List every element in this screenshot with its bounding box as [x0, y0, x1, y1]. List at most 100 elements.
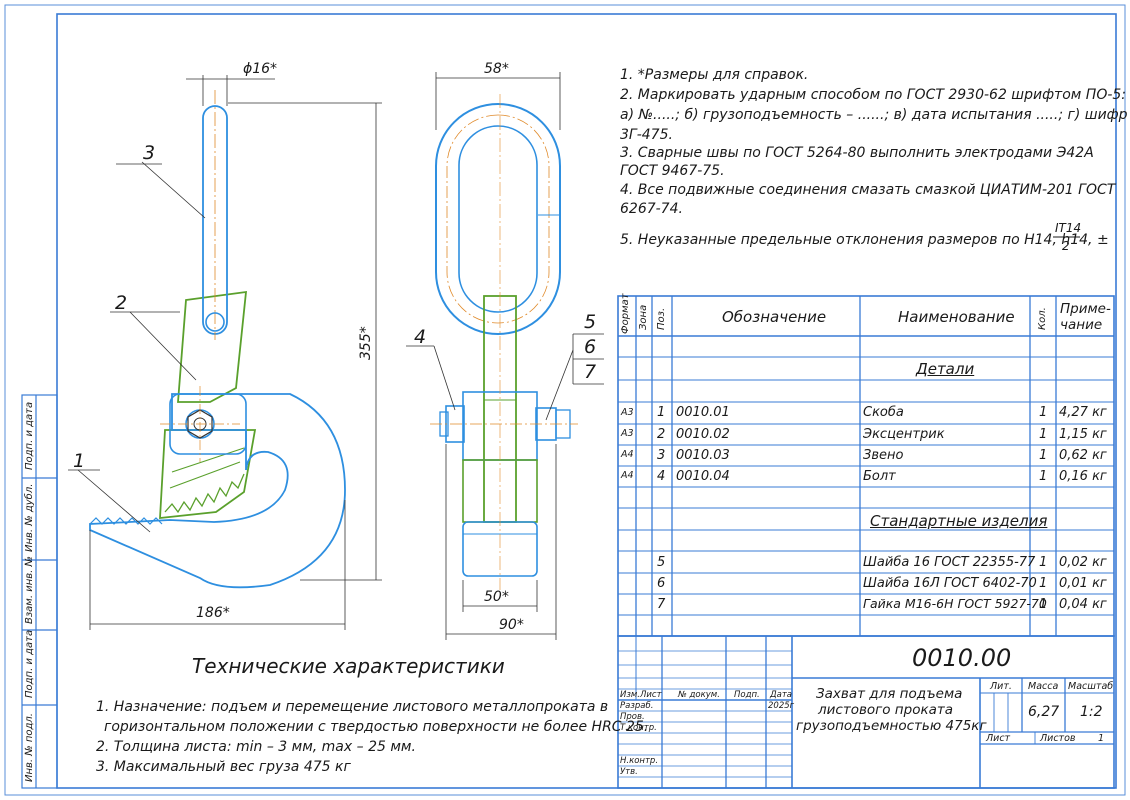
front-view — [406, 72, 604, 640]
bom-std-6-note: 0,01 кг — [1059, 576, 1107, 591]
side-stamp-2: Инв. № дубл. — [24, 483, 35, 552]
bom-part-3-note: 0,62 кг — [1059, 448, 1107, 463]
title-col-date: Дата — [770, 690, 793, 700]
bom-hdr-note: Приме- чание — [1060, 301, 1111, 333]
bom-std-7-name: Гайка М16-6Н ГОСТ 5927-70 — [863, 596, 1047, 611]
hook-body — [89, 393, 346, 589]
eccentric-plate — [177, 290, 248, 403]
note-line-3: а) №.....; б) грузоподъемность – ......;… — [620, 107, 1130, 123]
bom-std-5-name: Шайба 16 ГОСТ 22355-77 — [863, 555, 1036, 570]
bom-part-1-name: Скоба — [863, 405, 904, 420]
title-mass-value: 6,27 — [1028, 704, 1060, 720]
bom-grid — [617, 295, 1115, 637]
bom-hdr-pos: Поз. — [656, 307, 667, 330]
bom-part-2-designation: 0010.02 — [676, 427, 730, 442]
bom-hdr-designation: Обозначение — [722, 308, 827, 326]
bom-std-7-note: 0,04 кг — [1059, 597, 1107, 612]
title-line-2: листового проката — [818, 702, 954, 718]
note-line-5: 3. Сварные швы по ГОСТ 5264-80 выполнить… — [620, 145, 1094, 161]
bom-part-3-pos: 3 — [657, 448, 666, 463]
bom-part-3-designation: 0010.03 — [676, 448, 730, 463]
bom-std-5-note: 0,02 кг — [1059, 555, 1107, 570]
title-scale-label: Масштаб — [1068, 681, 1114, 692]
bom-hdr-name: Наименование — [898, 308, 1015, 326]
title-sheet-label: Лист — [986, 733, 1011, 744]
dim-pin-diameter: ϕ16* — [243, 61, 278, 77]
tech-line-2: горизонтальном положении с твердостью по… — [104, 719, 649, 735]
bom-part-1-pos: 1 — [657, 405, 666, 420]
leader-2: 2 — [115, 292, 128, 314]
bom-section-standard: Стандартные изделия — [870, 512, 1048, 530]
bom-std-5-pos: 5 — [657, 555, 666, 570]
leader-7: 7 — [584, 361, 597, 383]
bom-part-2-format: А3 — [621, 428, 634, 439]
title-designation: 0010.00 — [912, 644, 1012, 672]
chain-link-outer — [435, 103, 561, 335]
bom-part-4-designation: 0010.04 — [676, 469, 730, 484]
bom-part-4-name: Болт — [863, 469, 896, 484]
bom-part-2-pos: 2 — [657, 427, 666, 442]
dim-inner-width: 50* — [484, 589, 509, 605]
dim-outer-width: 90* — [499, 617, 524, 633]
title-block-grid — [617, 635, 1115, 789]
note-line-8: 6267-74. — [620, 201, 683, 217]
title-col-list: Лист — [640, 690, 662, 700]
side-stamp-1: Подп. и дата — [24, 401, 35, 470]
bom-part-1-format: А3 — [621, 407, 634, 418]
note-line-2: 2. Маркировать ударным способом по ГОСТ … — [620, 87, 1127, 103]
dim-height: 355* — [358, 326, 374, 360]
bom-part-2-note: 1,15 кг — [1059, 427, 1107, 442]
hook-view — [68, 75, 382, 630]
note-line-1: 1. *Размеры для справок. — [620, 67, 809, 83]
bom-section-parts: Детали — [916, 360, 975, 378]
title-mass-label: Масса — [1028, 681, 1059, 692]
title-sheets-count: 1 — [1098, 733, 1105, 744]
bom-hdr-zone: Зона — [638, 304, 649, 330]
bom-std-5-qty: 1 — [1039, 555, 1048, 570]
leader-4: 4 — [414, 326, 427, 348]
bom-part-1-qty: 1 — [1039, 405, 1048, 420]
bom-part-1-designation: 0010.01 — [676, 405, 730, 420]
bom-std-6-qty: 1 — [1039, 576, 1048, 591]
title-col-izm: Изм. — [620, 690, 640, 700]
chain-link-inner — [458, 125, 538, 313]
title-row-razrab: Разраб. — [620, 701, 654, 711]
bom-part-4-pos: 4 — [657, 469, 666, 484]
title-row-utv: Утв. — [620, 767, 638, 777]
title-date-value: 2025г — [768, 701, 795, 711]
bom-std-7-pos: 7 — [657, 597, 666, 612]
title-col-doc: № докум. — [678, 690, 720, 700]
title-row-tkontr: Т.контр. — [620, 723, 657, 733]
tech-line-3: 2. Толщина листа: min – 3 мм, max – 25 м… — [96, 739, 416, 755]
outer-frame — [4, 4, 1126, 796]
bom-part-2-name: Эксцентрик — [863, 427, 945, 442]
side-stamp-5: Инв. № подл. — [24, 713, 35, 782]
bom-hdr-format: Формат — [620, 293, 631, 334]
bom-part-1-note: 4,27 кг — [1059, 405, 1107, 420]
fraction-denominator: 2 — [1062, 239, 1070, 253]
title-col-sign: Подп. — [734, 690, 760, 700]
leader-5: 5 — [584, 311, 597, 333]
tech-line-1: 1. Назначение: подъем и перемещение лист… — [96, 699, 609, 715]
title-row-nkontr: Н.контр. — [620, 756, 659, 766]
side-stamp-3: Взам. инв. № — [24, 556, 35, 624]
bom-part-3-name: Звено — [863, 448, 904, 463]
bom-part-4-qty: 1 — [1039, 469, 1048, 484]
side-stamp-column — [21, 394, 58, 789]
leader-3: 3 — [143, 142, 156, 164]
bom-part-2-qty: 1 — [1039, 427, 1048, 442]
bom-part-4-note: 0,16 кг — [1059, 469, 1107, 484]
title-scale-value: 1:2 — [1080, 704, 1103, 720]
bom-std-6-name: Шайба 16Л ГОСТ 6402-70 — [863, 576, 1037, 591]
leader-1: 1 — [73, 450, 86, 472]
bom-std-6-pos: 6 — [657, 576, 666, 591]
bom-part-3-format: А4 — [621, 449, 634, 460]
bom-std-7-qty: 1 — [1039, 597, 1048, 612]
title-line-1: Захват для подъема — [816, 686, 963, 702]
dim-width-left: 186* — [196, 605, 230, 621]
bom-part-4-format: А4 — [621, 470, 634, 481]
hook-teeth — [89, 517, 163, 525]
note-line-4: 3Г-475. — [620, 127, 673, 143]
